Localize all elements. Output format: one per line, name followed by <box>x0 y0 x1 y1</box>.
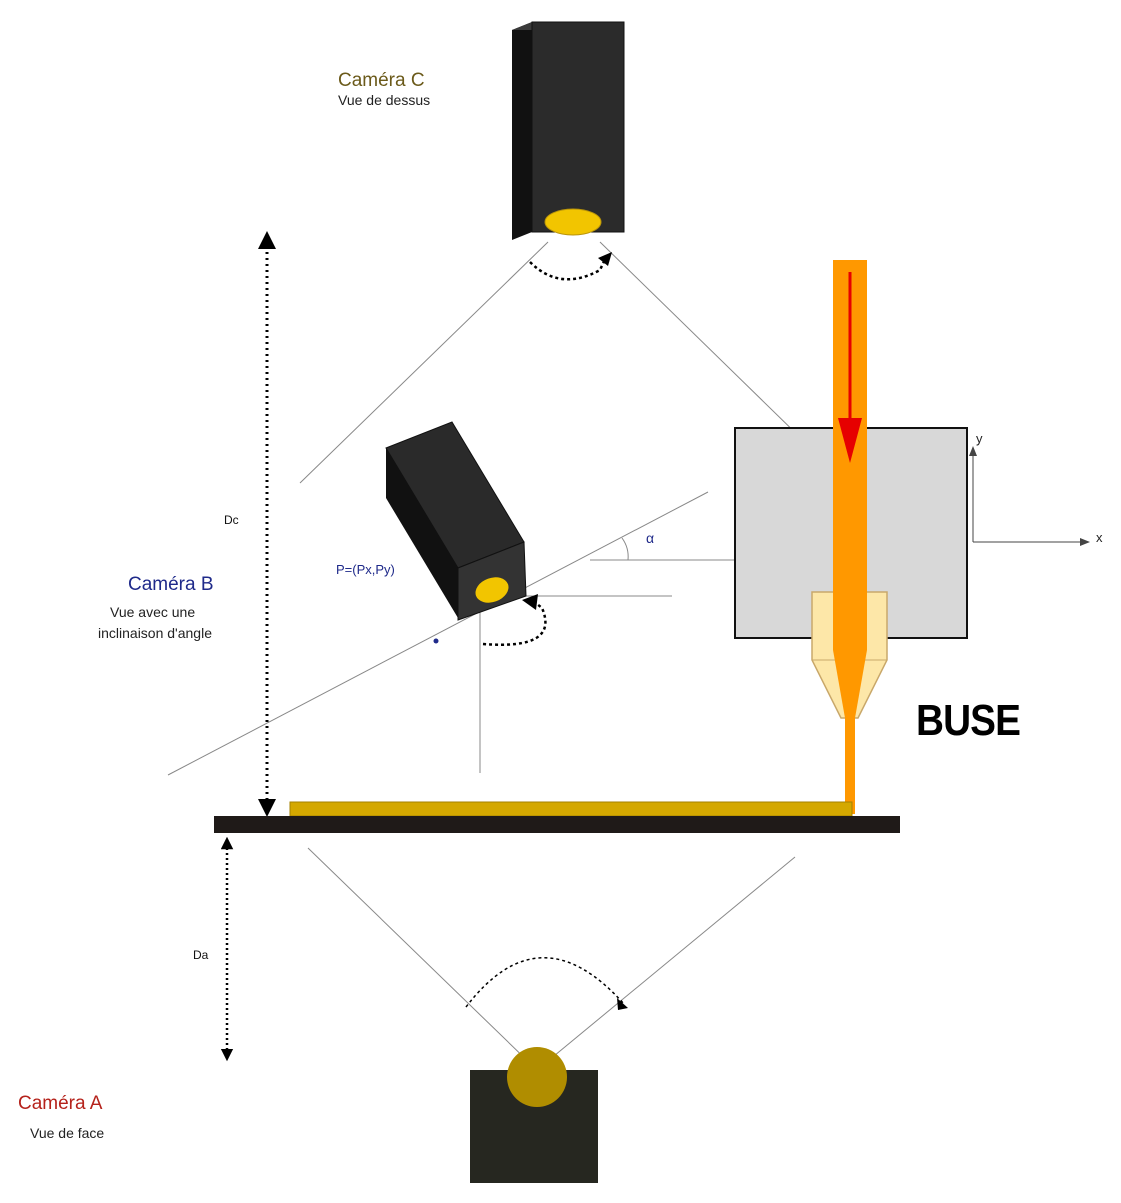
build-plate <box>214 816 900 833</box>
camera-c-lens <box>544 208 602 236</box>
camera-a-fov-right <box>536 856 796 1071</box>
camera-c-fov-left <box>299 241 549 484</box>
dc-label: Dc <box>224 513 239 527</box>
filament-taper <box>833 593 867 718</box>
axis-y-label: y <box>976 431 983 446</box>
camera-c-subtitle: Vue de dessus <box>338 92 431 108</box>
camera-a <box>470 1047 598 1183</box>
camera-c-rotation-arrow <box>529 256 608 281</box>
camera-b <box>385 421 527 621</box>
camera-c <box>512 21 625 240</box>
camera-a-angle-arrowhead <box>617 998 628 1010</box>
point-p-label: P=(Px,Py) <box>336 562 395 577</box>
filament-extrusion <box>845 718 855 814</box>
camera-b-subtitle-line2: inclinaison d'angle <box>98 625 212 641</box>
deposit-layer <box>289 801 853 817</box>
camera-b-subtitle-line1: Vue avec une <box>110 604 196 620</box>
camera-a-lens <box>507 1047 567 1107</box>
camera-b-rotation-arrow <box>482 599 547 646</box>
alpha-arc <box>621 537 629 561</box>
camera-c-title: Caméra C <box>338 70 425 91</box>
camera-c-front <box>531 21 625 233</box>
axis-x-label: x <box>1096 530 1103 545</box>
axis-y-arrowhead <box>969 446 977 456</box>
camera-c-side <box>512 22 532 240</box>
flow-arrow-head <box>838 418 862 463</box>
camera-b-rotation-arrowhead <box>522 594 538 610</box>
da-label: Da <box>193 948 209 962</box>
camera-a-subtitle: Vue de face <box>30 1125 105 1141</box>
nozzle-label: BUSE <box>916 696 1021 745</box>
camera-a-title: Caméra A <box>18 1093 103 1114</box>
camera-c-rotation-arrowhead <box>598 252 612 266</box>
camera-b-side-face <box>386 448 458 618</box>
alpha-label: α <box>646 530 655 546</box>
camera-b-title: Caméra B <box>128 574 214 595</box>
camera-a-fov-left <box>307 847 538 1071</box>
camera-b-lens <box>475 577 509 603</box>
axis-x-arrowhead <box>1080 538 1090 546</box>
camera-a-angle-arc <box>465 957 625 1008</box>
point-p-dot <box>433 638 439 644</box>
